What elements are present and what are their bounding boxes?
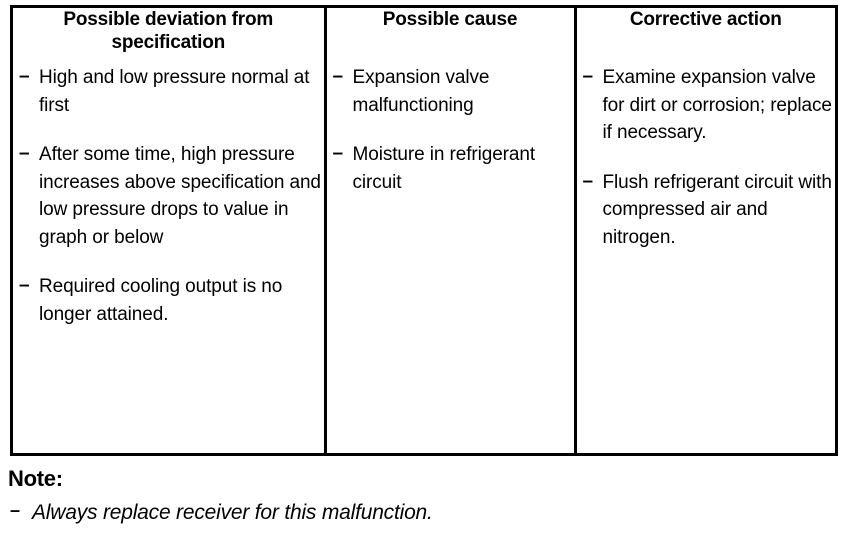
list-item-text: After some time, high pressure increases… [39, 144, 321, 248]
column-header-action: Corrective action [573, 8, 835, 64]
note-title: Note: [8, 466, 63, 491]
table-header: Possible deviation from specification Po… [13, 8, 835, 64]
list-item: – After some time, high pressure increas… [13, 141, 324, 251]
list-item-text: Moisture in refrigerant circuit [352, 144, 536, 193]
dash-bullet-icon: – [582, 66, 594, 87]
list-item: – Examine expansion valve for dirt or co… [577, 64, 836, 147]
list-item: – Expansion valve malfunctioning [327, 64, 574, 119]
note-item: – Always replace receiver for this malfu… [8, 500, 848, 526]
dash-bullet-icon: – [332, 66, 344, 87]
dash-bullet-icon: – [582, 170, 594, 192]
note-item-text: Always replace receiver for this malfunc… [32, 501, 433, 524]
list-item-text: Expansion valve malfunctioning [352, 67, 490, 116]
troubleshooting-table: Possible deviation from specification Po… [13, 8, 835, 453]
dash-bullet-icon: – [332, 143, 344, 164]
troubleshooting-table-container: Possible deviation from specification Po… [10, 5, 838, 456]
cell-action: – Examine expansion valve for dirt or co… [573, 64, 836, 453]
list-item: – High and low pressure normal at first [13, 64, 324, 119]
deviation-bullet-list: – High and low pressure normal at first … [13, 64, 324, 328]
list-item-text: High and low pressure normal at first [39, 67, 310, 116]
table-row: – High and low pressure normal at first … [13, 64, 835, 453]
list-item: – Moisture in refrigerant circuit [327, 141, 574, 196]
dash-bullet-icon: – [10, 500, 20, 520]
list-item-text: Required cooling output is no longer att… [39, 276, 283, 325]
dash-bullet-icon: – [19, 143, 30, 164]
list-item-text: Examine expansion valve for dirt or corr… [602, 67, 832, 143]
note-block: Note: – Always replace receiver for this… [8, 466, 848, 526]
table-header-row: Possible deviation from specification Po… [13, 8, 835, 64]
cell-deviation: – High and low pressure normal at first … [13, 64, 325, 453]
action-bullet-list: – Examine expansion valve for dirt or co… [577, 64, 836, 251]
table-body: – High and low pressure normal at first … [13, 64, 835, 453]
cause-bullet-list: – Expansion valve malfunctioning – Moist… [327, 64, 574, 196]
list-item: – Flush refrigerant circuit with compres… [577, 169, 836, 252]
list-item: – Required cooling output is no longer a… [13, 273, 324, 328]
cell-cause: – Expansion valve malfunctioning – Moist… [323, 64, 575, 453]
list-item-text: Flush refrigerant circuit with compresse… [602, 171, 832, 248]
column-header-cause: Possible cause [323, 8, 575, 64]
dash-bullet-icon: – [19, 66, 30, 87]
dash-bullet-icon: – [19, 275, 30, 296]
column-header-deviation: Possible deviation from specification [13, 8, 325, 64]
